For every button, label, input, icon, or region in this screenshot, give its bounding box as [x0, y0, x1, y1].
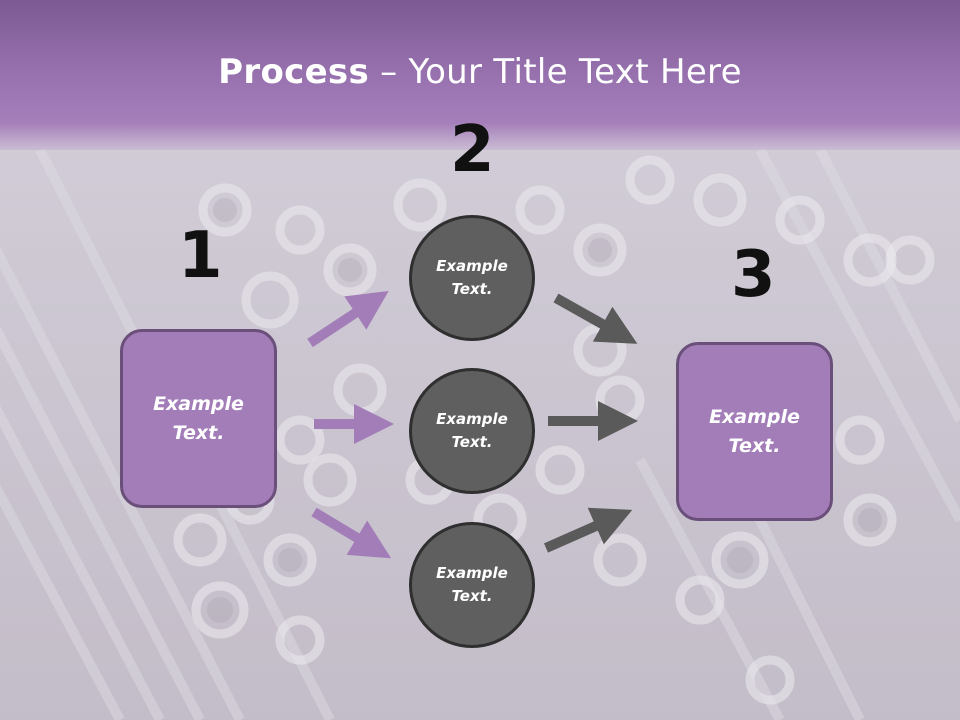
circle-2-text: Example Text.	[436, 410, 508, 451]
circle-1-text: Example Text.	[436, 257, 508, 298]
circle-2[interactable]: Example Text.	[409, 368, 535, 494]
right-box-text: Example Text.	[709, 405, 800, 457]
circle-3-text: Example Text.	[436, 564, 508, 605]
title-rest: – Your Title Text Here	[369, 52, 742, 92]
step-number-3: 3	[731, 238, 776, 312]
left-box[interactable]: Example Text.	[120, 329, 277, 508]
left-box-text: Example Text.	[153, 392, 244, 444]
step-number-2: 2	[450, 113, 495, 187]
arrow-circle-1-to-right	[553, 293, 638, 344]
circle-3[interactable]: Example Text.	[409, 522, 535, 648]
title-bar	[0, 0, 960, 150]
circle-1[interactable]: Example Text.	[409, 215, 535, 341]
right-box[interactable]: Example Text.	[676, 342, 833, 521]
arrow-left-to-circle-3	[311, 507, 392, 559]
step-number-1: 1	[178, 219, 223, 293]
slide-title: Process – Your Title Text Here	[0, 52, 960, 92]
arrow-left-to-circle-1	[307, 290, 389, 348]
arrow-circle-3-to-right	[543, 507, 633, 553]
title-bold: Process	[218, 52, 370, 92]
